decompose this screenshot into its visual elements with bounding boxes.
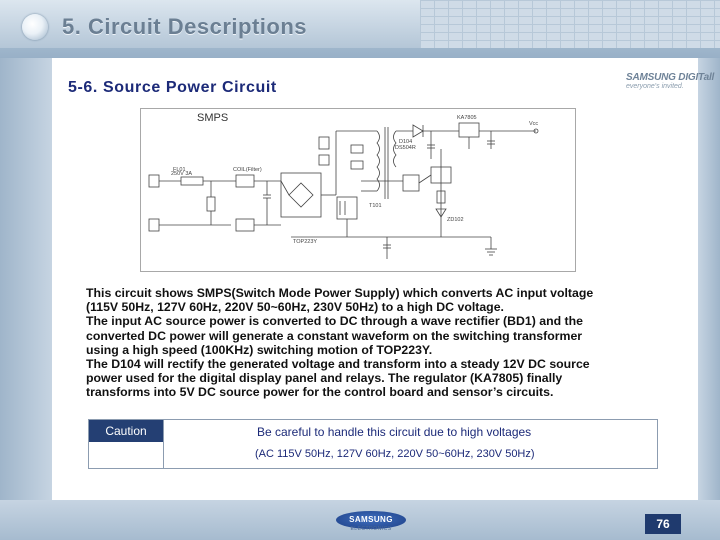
bridge-rectifier-symbol [280, 172, 322, 218]
ka7805-regulator-symbol [458, 122, 480, 138]
filter-coil-symbol [235, 174, 255, 188]
schematic-label-fuse: FL01 [173, 167, 186, 173]
brand-logo-tagline: everyone's invited. [626, 83, 684, 90]
frame-right [698, 58, 720, 540]
brand-logo: SAMSUNG DIGITall everyone's invited. [626, 72, 715, 98]
transformer-primary-symbol [376, 130, 380, 192]
brand-logo-main: SAMSUNG DIGITall [626, 72, 715, 83]
description-line: The D104 will rectify the generated volt… [86, 357, 590, 372]
schematic-drawing: FL01 250V 3A COIL(Filter) TOP223Y KA7805… [148, 115, 538, 259]
samsung-footer-logo: SAMSUNG [336, 511, 406, 529]
fuse-symbol [180, 176, 204, 186]
header-grid-pattern [420, 0, 720, 48]
ac-terminal-bottom [148, 218, 160, 232]
description-line: This circuit shows SMPS(Switch Mode Powe… [86, 286, 594, 300]
section-title: 5-6. Source Power Circuit [68, 79, 277, 96]
frame-left [0, 58, 52, 540]
description-line: (115V 50Hz, 127V 60Hz, 220V 50~60Hz, 230… [86, 300, 504, 315]
schematic-label-transformer: T101 [369, 203, 382, 209]
description-line: power used for the digital display panel… [86, 371, 563, 386]
caution-text: Be careful to handle this circuit due to… [257, 425, 532, 439]
header-band: 5. Circuit Descriptions [0, 0, 720, 58]
smps-schematic: FL01 250V 3A COIL(Filter) TOP223Y KA7805… [140, 108, 576, 272]
description-line: using a high speed (100KHz) switching mo… [86, 342, 433, 357]
schematic-label-regulator: KA7805 [457, 115, 477, 121]
description-line: The input AC source power is converted t… [86, 314, 583, 329]
ac-terminal-top [148, 174, 160, 188]
caution-label: Caution [89, 420, 163, 442]
title-bullet-icon [22, 14, 48, 40]
caution-divider [163, 420, 164, 468]
d104-diode-symbol [412, 124, 424, 138]
title-bar: 5. Circuit Descriptions [0, 0, 421, 48]
samsung-footer-logo-sub: ELECTRONICS [350, 526, 392, 532]
page-title: 5. Circuit Descriptions [62, 14, 308, 39]
schematic-label-diode: D104 [399, 139, 412, 145]
zener-diode-symbol [435, 208, 447, 218]
description-line: converted DC power will generate a const… [86, 328, 583, 343]
schematic-title: SMPS [197, 112, 229, 124]
circuit-description: This circuit shows SMPS(Switch Mode Powe… [86, 286, 642, 400]
caution-box: Caution Be careful to handle this circui… [88, 419, 658, 469]
page-number: 76 [645, 514, 681, 534]
schematic-label-output: Vcc [529, 121, 538, 127]
schematic-label-coil: COIL(Filter) [233, 167, 262, 173]
schematic-label-ic: TOP223Y [293, 239, 317, 245]
description-line: transforms into 5V DC source power for t… [86, 385, 554, 400]
schematic-label-fuse-rating: 250V 3A [171, 171, 192, 177]
schematic-label-zener: ZD102 [447, 217, 464, 223]
caution-voltage-list: (AC 115V 50Hz, 127V 60Hz, 220V 50~60Hz, … [255, 448, 535, 460]
schematic-label-diode-type: DS504R [395, 145, 416, 151]
